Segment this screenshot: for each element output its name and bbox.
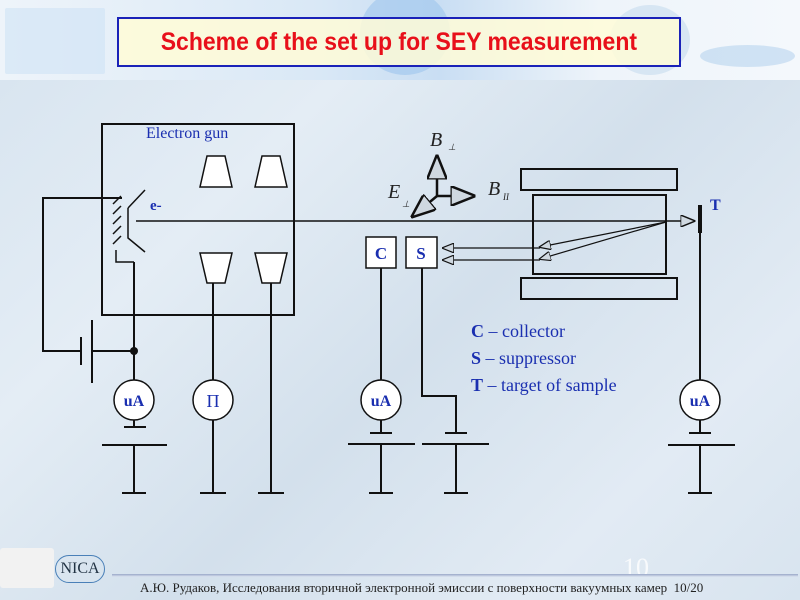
electron-label: e- [150, 198, 162, 214]
lower-magnet [520, 277, 678, 300]
nica-logo: NICA [55, 555, 105, 583]
junction [130, 347, 138, 355]
target-label: T [710, 197, 721, 214]
gun-ammeter: uA [113, 379, 155, 421]
focus-electrodes [199, 155, 288, 284]
legend-item: S – suppressor [471, 348, 576, 368]
page-title: Scheme of the set up for SEY measurement [160, 27, 638, 56]
legend-item: T – target of sample [471, 375, 617, 395]
institute-logo [0, 548, 54, 588]
svg-text:uA: uA [124, 393, 145, 410]
svg-text:II: II [502, 192, 510, 202]
collector-ammeter: uA [360, 379, 402, 421]
svg-text:B: B [488, 178, 500, 200]
focus-meter: Π [192, 379, 234, 421]
decor-image [700, 45, 795, 67]
gun-circuit-wire [42, 197, 135, 427]
collector-box [365, 236, 397, 269]
footer: А.Ю. Рудаков, Исследования вторичной эле… [140, 580, 703, 596]
suppressor-circuit [421, 268, 489, 494]
svg-text:uA: uA [371, 393, 392, 410]
focus-wires [200, 283, 284, 494]
field-vectors [413, 157, 473, 216]
electron-gun-box [101, 123, 295, 316]
chamber [532, 194, 667, 275]
collector-circuit [348, 268, 415, 494]
svg-text:⊥: ⊥ [448, 142, 456, 152]
secondary-electrons [443, 221, 667, 260]
electron-gun-label: Electron gun [146, 125, 228, 142]
target-circuit [668, 233, 735, 494]
footer-text: А.Ю. Рудаков, Исследования вторичной эле… [140, 580, 668, 595]
suppressor-box [405, 236, 438, 269]
gun-ground [102, 426, 167, 494]
svg-text:⊥: ⊥ [402, 199, 410, 209]
title-box: Scheme of the set up for SEY measurement [117, 17, 681, 67]
svg-text:Π: Π [207, 391, 220, 411]
svg-text:B: B [430, 129, 442, 151]
suppressor-label: S [416, 244, 425, 263]
upper-magnet [520, 168, 678, 191]
legend-item: C – collector [471, 321, 565, 341]
svg-text:uA: uA [690, 393, 711, 410]
collector-label: C [375, 244, 387, 263]
target-ammeter: uA [679, 379, 721, 421]
footer-divider [112, 574, 798, 577]
page-mark: 10 [623, 553, 649, 582]
legend: C – collector S – suppressor T – target … [471, 321, 617, 395]
page-number: 10/20 [673, 580, 704, 595]
cathode [112, 189, 146, 263]
decor-image [5, 8, 105, 74]
svg-text:E: E [387, 181, 400, 203]
